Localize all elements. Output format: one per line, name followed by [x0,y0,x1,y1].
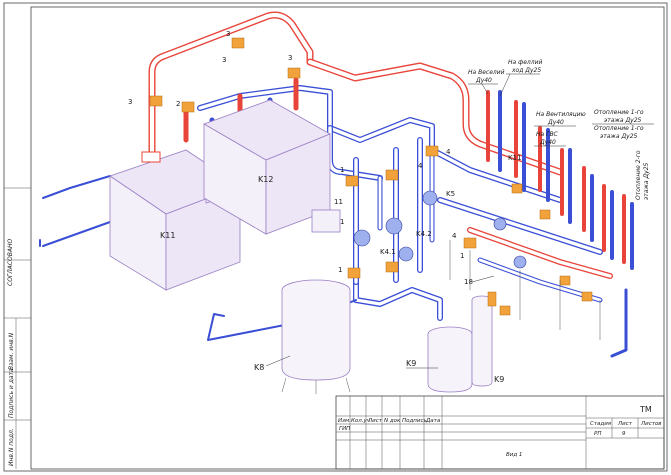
sheet-value: 9 [622,431,626,437]
k9a-label: K9 [406,359,416,368]
note-heat1-dn: этажа Ду25 [604,117,642,124]
note-heat2: Отопление 2-го [635,150,642,200]
callout: 1 [460,252,464,260]
note-heat1: Отопление 1-го [594,109,644,116]
callout: 3 [128,98,132,106]
inv-replace-label: Взам. инв.N [8,332,15,370]
callout: 3 [288,54,292,62]
note-vent-dn: Ду40 [547,119,564,126]
outer-frame [3,2,668,472]
col-sign: Подпись [402,418,427,424]
drawing-code: ТМ [639,405,652,414]
tank-k9a: K9 [406,326,473,393]
k8-label: K8 [254,363,264,372]
callout: 11 [334,198,343,206]
boiler-k12: K12 [203,99,341,235]
note-floor: На феллий [508,59,542,66]
k41-label: K4.1 [380,248,396,256]
support-stands [449,240,601,340]
k5-label: K5 [446,190,455,198]
note-heat2-dn: этажа Ду25 [643,162,650,200]
callout: 2 [176,100,180,108]
k9b-label: K9 [494,375,504,384]
sign-date-label: Подпись и дата [8,368,15,418]
note-floor-dn: ход Ду25 [511,67,541,74]
stage-value: РП [594,431,601,437]
note-gvs: На ГВС [536,131,559,138]
k11-label: K11 [160,231,175,240]
note-basement: На Веселий [468,69,505,76]
agreed-label: СОГЛАСОВАНО [7,238,14,286]
k42-label: K4.2 [416,230,432,238]
k12-label: K12 [258,175,273,184]
callout: 4 [446,148,451,156]
title-block: Изм. Кол.уч Лист N док Подпись Дата ГИП … [335,395,665,470]
gip-label: ГИП [339,426,350,432]
left-cold-line [39,175,111,247]
sheets-header: Листов [640,421,662,427]
destination-notes: На феллий ход Ду25 На Веселий Ду40 На Ве… [468,59,654,200]
manifold [437,197,613,303]
tank-k9b: K9 [471,291,504,387]
note-gvs-dn: Ду40 [539,139,556,146]
note-heat1b: Отопление 1-го [594,125,644,132]
callout: 1 [338,266,342,274]
valves [149,37,593,316]
sheet-header: Лист [617,421,633,427]
callout: 1 [340,218,344,226]
callout: 1 [340,166,344,174]
note-basement-dn: Ду40 [475,77,492,84]
stage-header: Стадия [590,421,612,427]
col-change: Изм. [338,418,351,424]
callout: 4 [418,162,423,170]
item-18-label: 18 [464,278,473,286]
col-qty: Кол.уч [351,418,371,424]
k11-top-label: K11 [508,154,522,162]
callouts: 3 3 3 3 2 1 1 1 4 4 4 11 1 K5 K4.1 K4.2 … [128,30,522,286]
col-date: Дата [425,418,441,424]
callout: 3 [222,56,226,64]
col-sheet: Лист [367,418,383,424]
pumps [353,190,527,269]
piping [39,11,634,358]
side-strip: СОГЛАСОВАНО Взам. инв.N Подпись и дата И… [4,187,31,469]
building-risers [486,90,634,358]
callout: 4 [452,232,457,240]
callout: 3 [226,30,230,38]
main-supply-loop [148,11,564,176]
view-caption: Вид 1 [506,452,522,458]
col-doc: N док [384,418,401,424]
inv-orig-label: Инв.N подл. [8,428,15,466]
note-heat1b-dn: этажа Ду25 [600,133,638,140]
note-vent: На Вентиляцию [536,111,586,118]
tank-k8: K8 [254,279,351,394]
